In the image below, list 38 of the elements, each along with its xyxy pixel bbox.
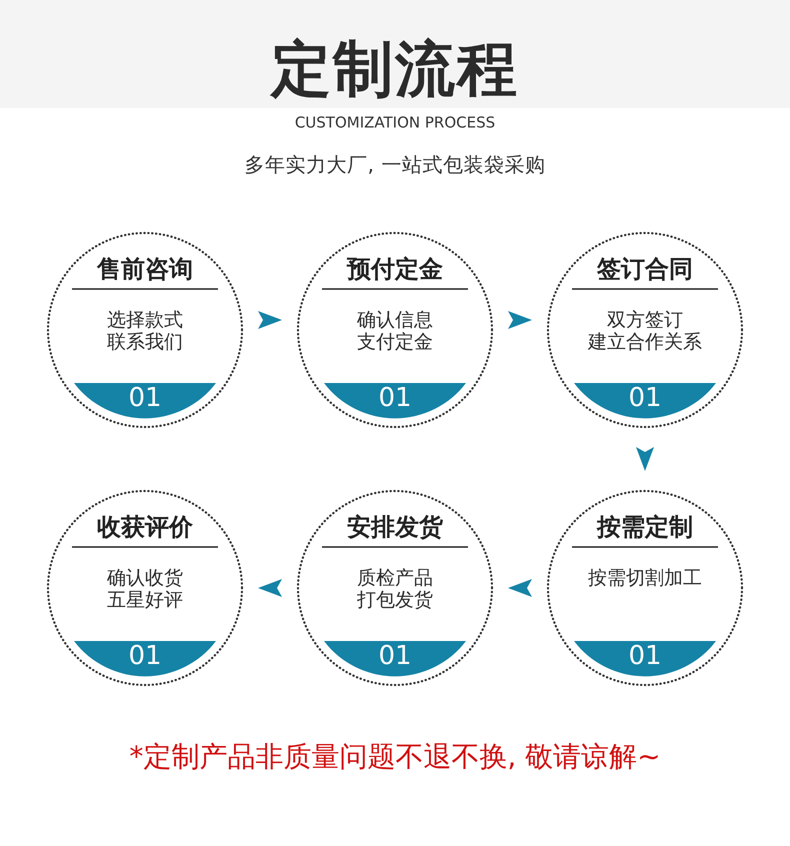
step-description: 打包发货 — [357, 590, 433, 612]
step-number: 01 — [378, 384, 412, 414]
step-description: 联系我们 — [107, 332, 183, 354]
arrow — [258, 579, 282, 597]
step-title: 签订合同 — [597, 256, 693, 284]
page-title: 定制流程 — [271, 36, 519, 104]
step-description: 建立合作关系 — [588, 332, 702, 354]
step-description: 选择款式 — [107, 310, 183, 332]
arrow — [636, 447, 654, 471]
step-description: 确认信息 — [357, 310, 433, 332]
step-description: 五星好评 — [107, 590, 183, 612]
footer-note: *定制产品非质量问题不退不换, 敬请谅解~ — [129, 740, 661, 774]
step-number: 01 — [128, 642, 162, 672]
step-circle — [295, 230, 495, 430]
step-title: 安排发货 — [347, 514, 443, 542]
step-title: 按需定制 — [597, 514, 693, 542]
arrow — [258, 311, 282, 329]
step-number: 01 — [628, 384, 662, 414]
step-description: 质检产品 — [357, 568, 433, 590]
step-circle — [295, 488, 495, 688]
step-description: 按需切割加工 — [588, 568, 702, 590]
step-description: 支付定金 — [357, 332, 433, 354]
step-circle — [545, 488, 745, 688]
subtitle: CUSTOMIZATION PROCESS — [294, 114, 496, 132]
step-number: 01 — [128, 384, 162, 414]
step-number: 01 — [378, 642, 412, 672]
step-circle — [545, 230, 745, 430]
step-title: 收获评价 — [97, 514, 193, 542]
step-circle — [45, 488, 245, 688]
step-description: 双方签订 — [607, 310, 683, 332]
arrow — [508, 311, 532, 329]
step-title: 预付定金 — [347, 256, 443, 284]
arrow — [508, 579, 532, 597]
step-number: 01 — [628, 642, 662, 672]
step-description: 确认收货 — [107, 568, 183, 590]
step-circle — [45, 230, 245, 430]
step-title: 售前咨询 — [97, 256, 193, 284]
tagline: 多年实力大厂, 一站式包装袋采购 — [244, 154, 546, 176]
